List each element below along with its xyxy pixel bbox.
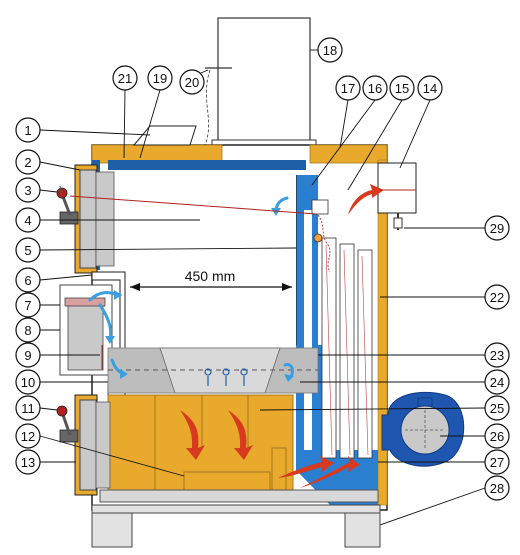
callout-22: 22 (484, 284, 510, 310)
flue-pipe (217, 17, 311, 147)
lower-handle-knob (56, 405, 68, 417)
svg-text:17: 17 (341, 81, 355, 96)
svg-text:6: 6 (24, 273, 31, 288)
bypass-mechanism (311, 199, 329, 215)
svg-text:9: 9 (24, 348, 31, 363)
callout-24: 24 (484, 369, 510, 395)
svg-text:14: 14 (423, 81, 437, 96)
svg-text:12: 12 (21, 429, 35, 444)
callout-2: 2 (15, 149, 41, 175)
svg-text:11: 11 (21, 401, 35, 416)
fuel-chamber (108, 170, 296, 348)
top-cover-plate (132, 125, 197, 146)
svg-text:20: 20 (185, 75, 199, 90)
flue-channel-inner (304, 210, 312, 450)
callout-8: 8 (15, 317, 41, 343)
callout-16: 16 (362, 75, 388, 101)
top-insulation-right (309, 144, 388, 164)
callout-23: 23 (484, 342, 510, 368)
svg-text:5: 5 (24, 243, 31, 258)
lower-door (79, 399, 97, 491)
water-jacket-top (108, 160, 306, 170)
svg-text:1: 1 (24, 123, 31, 138)
svg-text:7: 7 (24, 298, 31, 313)
callout-10: 10 (15, 369, 41, 395)
fan-unit (381, 391, 465, 467)
air-damper-flap (67, 299, 104, 371)
callout-21: 21 (112, 65, 138, 91)
base-plate (91, 504, 381, 514)
svg-text:13: 13 (21, 455, 35, 470)
callout-6: 6 (15, 267, 41, 293)
callout-29: 29 (484, 215, 510, 241)
svg-text:29: 29 (490, 221, 504, 236)
bypass-spring (317, 214, 331, 273)
right-insulation (377, 159, 388, 506)
svg-text:28: 28 (490, 481, 504, 496)
flame-arrows (180, 184, 384, 488)
leader-lines (39, 49, 486, 526)
svg-text:24: 24 (490, 375, 504, 390)
dimension-arrow (130, 283, 292, 291)
upper-door-insulation (95, 171, 115, 267)
callout-3: 3 (15, 177, 41, 203)
lower-chamber (107, 394, 294, 491)
callout-4: 4 (15, 207, 41, 233)
air-handle (59, 185, 63, 200)
callout-20: 20 (179, 69, 205, 95)
right-top-box (377, 162, 417, 214)
callout-5: 5 (15, 237, 41, 263)
callout-1: 1 (15, 117, 41, 143)
svg-text:18: 18 (323, 43, 337, 58)
svg-text:21: 21 (118, 71, 132, 86)
callout-7: 7 (15, 292, 41, 318)
callout-9: 9 (15, 342, 41, 368)
flue-damper (204, 69, 211, 146)
callout-13: 13 (15, 449, 41, 475)
svg-text:4: 4 (24, 213, 31, 228)
callout-12: 12 (15, 423, 41, 449)
callout-28: 28 (484, 475, 510, 501)
nozzle-air-jets (204, 368, 248, 386)
callout-17: 17 (335, 75, 361, 101)
bypass-pivot (313, 233, 323, 243)
callout-18: 18 (317, 37, 343, 63)
svg-text:8: 8 (24, 323, 31, 338)
callout-15: 15 (389, 75, 415, 101)
svg-text:10: 10 (21, 375, 35, 390)
heat-exchanger-tubes (321, 237, 373, 459)
svg-text:19: 19 (153, 71, 167, 86)
callout-25: 25 (484, 395, 510, 421)
dimension-label: 450 mm (185, 268, 236, 284)
airflow-arrowheads (105, 208, 294, 382)
svg-text:25: 25 (490, 401, 504, 416)
air-damper-lever (64, 297, 106, 307)
callout-14: 14 (417, 75, 443, 101)
callout-19: 19 (147, 65, 173, 91)
svg-text:27: 27 (490, 455, 504, 470)
upper-door (79, 169, 97, 269)
svg-text:16: 16 (368, 81, 382, 96)
svg-text:2: 2 (24, 155, 31, 170)
lower-door-insulation (95, 401, 111, 489)
ash-tray (99, 489, 379, 503)
svg-text:15: 15 (395, 81, 409, 96)
callout-11: 11 (15, 395, 41, 421)
callout-27: 27 (484, 449, 510, 475)
svg-text:3: 3 (24, 183, 31, 198)
thermostat-head (393, 217, 403, 229)
svg-text:26: 26 (490, 429, 504, 444)
callout-26: 26 (484, 423, 510, 449)
air-linkage (69, 195, 317, 215)
flue-channel (296, 175, 378, 505)
svg-text:22: 22 (490, 290, 504, 305)
svg-text:23: 23 (490, 348, 504, 363)
